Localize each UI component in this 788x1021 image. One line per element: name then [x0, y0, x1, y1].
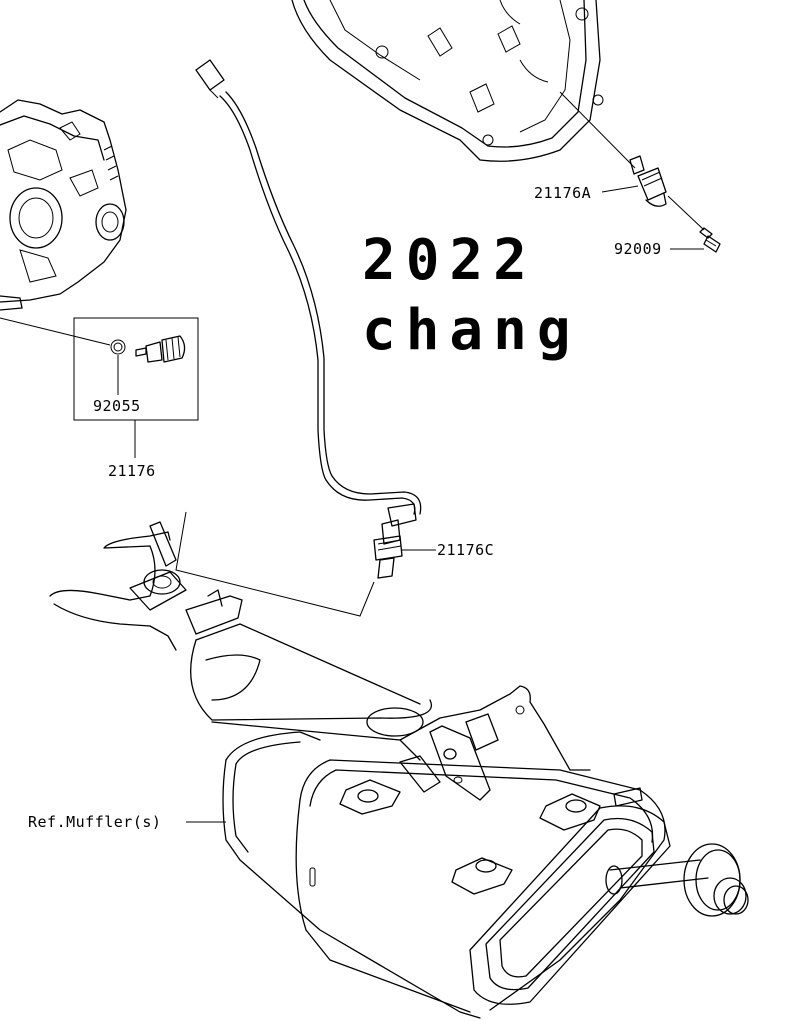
watermark-year: 2022	[362, 228, 537, 293]
sensor-kit-21176	[73, 317, 199, 458]
part-label-21176C: 21176C	[437, 541, 495, 559]
leader-21176A	[601, 185, 639, 193]
part-label-21176A: 21176A	[534, 184, 592, 202]
cable-connector	[195, 59, 225, 91]
temperature-sensor	[135, 335, 186, 363]
leader-line-head	[0, 317, 111, 346]
o-ring-92055	[110, 339, 126, 355]
leader-sensor-position	[175, 511, 375, 617]
cylinder-head	[0, 99, 127, 311]
part-label-ref-muffler: Ref.Muffler(s)	[28, 813, 162, 831]
cylinder-head-cover	[291, 0, 604, 162]
muffler	[222, 685, 749, 1019]
sensor-21176A	[559, 91, 705, 231]
part-label-92009: 92009	[614, 240, 662, 258]
exhaust-pipe	[49, 521, 433, 761]
oxygen-sensor-21176C	[195, 59, 422, 579]
watermark-name: chang	[362, 298, 581, 363]
part-label-92055: 92055	[93, 397, 141, 415]
part-label-21176: 21176	[108, 462, 156, 480]
bolt-92009	[699, 227, 721, 253]
